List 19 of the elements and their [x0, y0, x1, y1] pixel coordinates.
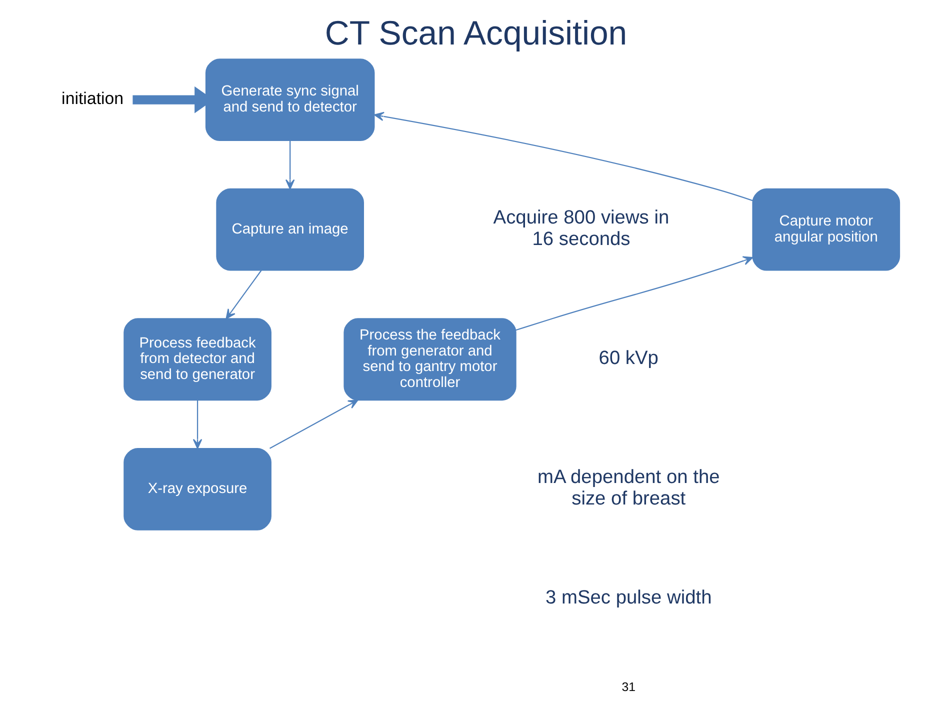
node-box: Process the feedback from generator and send to gantry motor controller [344, 318, 516, 401]
arrow [516, 256, 754, 331]
arrow [374, 112, 753, 202]
node-box: Capture an image [216, 188, 364, 271]
arrow [226, 270, 262, 320]
label: 31 [622, 680, 636, 694]
label: mA dependent on the size of breast [537, 467, 720, 510]
arrow [270, 400, 358, 449]
label: Acquire 800 views in 16 seconds [493, 207, 670, 250]
node-box: Capture motor angular position [752, 188, 900, 271]
node-box: Process feedback from detector and send to generator [124, 318, 272, 401]
arrow [192, 400, 202, 449]
arrow [285, 140, 295, 190]
label: 60 kVp [598, 348, 658, 369]
node-box: X-ray exposure [124, 448, 272, 530]
node-box: Generate sync signal and send to detector [205, 58, 375, 141]
diagram-title: CT Scan Acquisition [324, 14, 628, 53]
label: 3 mSec pulse width [546, 587, 712, 608]
node-text: initiation [62, 88, 124, 108]
